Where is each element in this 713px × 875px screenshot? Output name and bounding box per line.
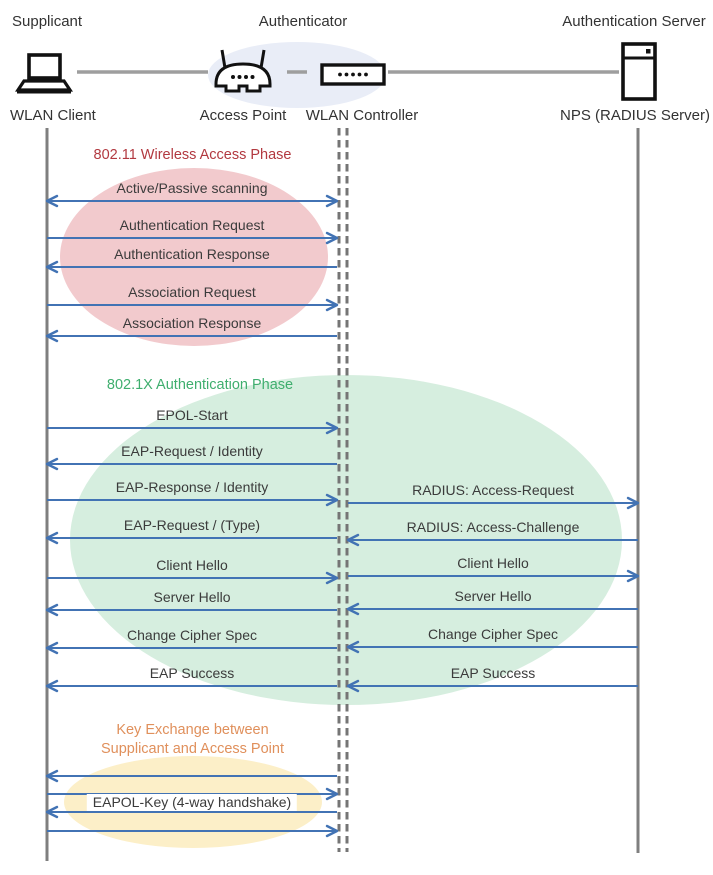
device-nps-label: NPS (RADIUS Server) [559,107,711,124]
wlan-controller-icon [320,63,386,86]
role-supplicant: Supplicant [12,13,83,30]
phase-802-11-title: 802.11 Wireless Access Phase [93,147,292,163]
arrowhead-icon [325,571,339,585]
arrowhead-icon [45,769,59,783]
device-access-point-label: Access Point [199,107,287,124]
arrowhead-icon [346,602,360,616]
arrowhead-icon [626,569,640,583]
phase-key-exchange-title: Key Exchange between Supplicant and Acce… [101,722,284,757]
arrowhead-icon [325,493,339,507]
arrowhead-icon [626,496,640,510]
arrowhead-icon [45,603,59,617]
device-wlan-client-label: WLAN Client [10,107,96,124]
phase-802-11-ellipse [60,168,328,346]
access-point-icon [214,49,272,93]
arrowhead-icon [346,533,360,547]
arrowhead-icon [45,531,59,545]
arrowhead-icon [45,260,59,274]
message-arrows [45,194,640,838]
arrowhead-icon [325,298,339,312]
arrowhead-icon [45,457,59,471]
arrowhead-icon [325,787,339,801]
arrowhead-icon [45,329,59,343]
arrowhead-icon [346,679,360,693]
arrowhead-icon [325,231,339,245]
laptop-icon [15,53,73,94]
role-authenticator: Authenticator [258,13,348,30]
arrowhead-icon [45,805,59,819]
arrowhead-icon [346,640,360,654]
arrowhead-icon [45,194,59,208]
device-wlan-controller-label: WLAN Controller [305,107,419,124]
phase-802-1x-title: 802.1X Authentication Phase [106,377,294,393]
arrowhead-icon [45,679,59,693]
server-icon [621,42,657,101]
role-authentication-server: Authentication Server [562,13,706,30]
arrowhead-icon [45,641,59,655]
arrowhead-icon [325,824,339,838]
arrowhead-icon [325,194,339,208]
arrowhead-icon [325,421,339,435]
